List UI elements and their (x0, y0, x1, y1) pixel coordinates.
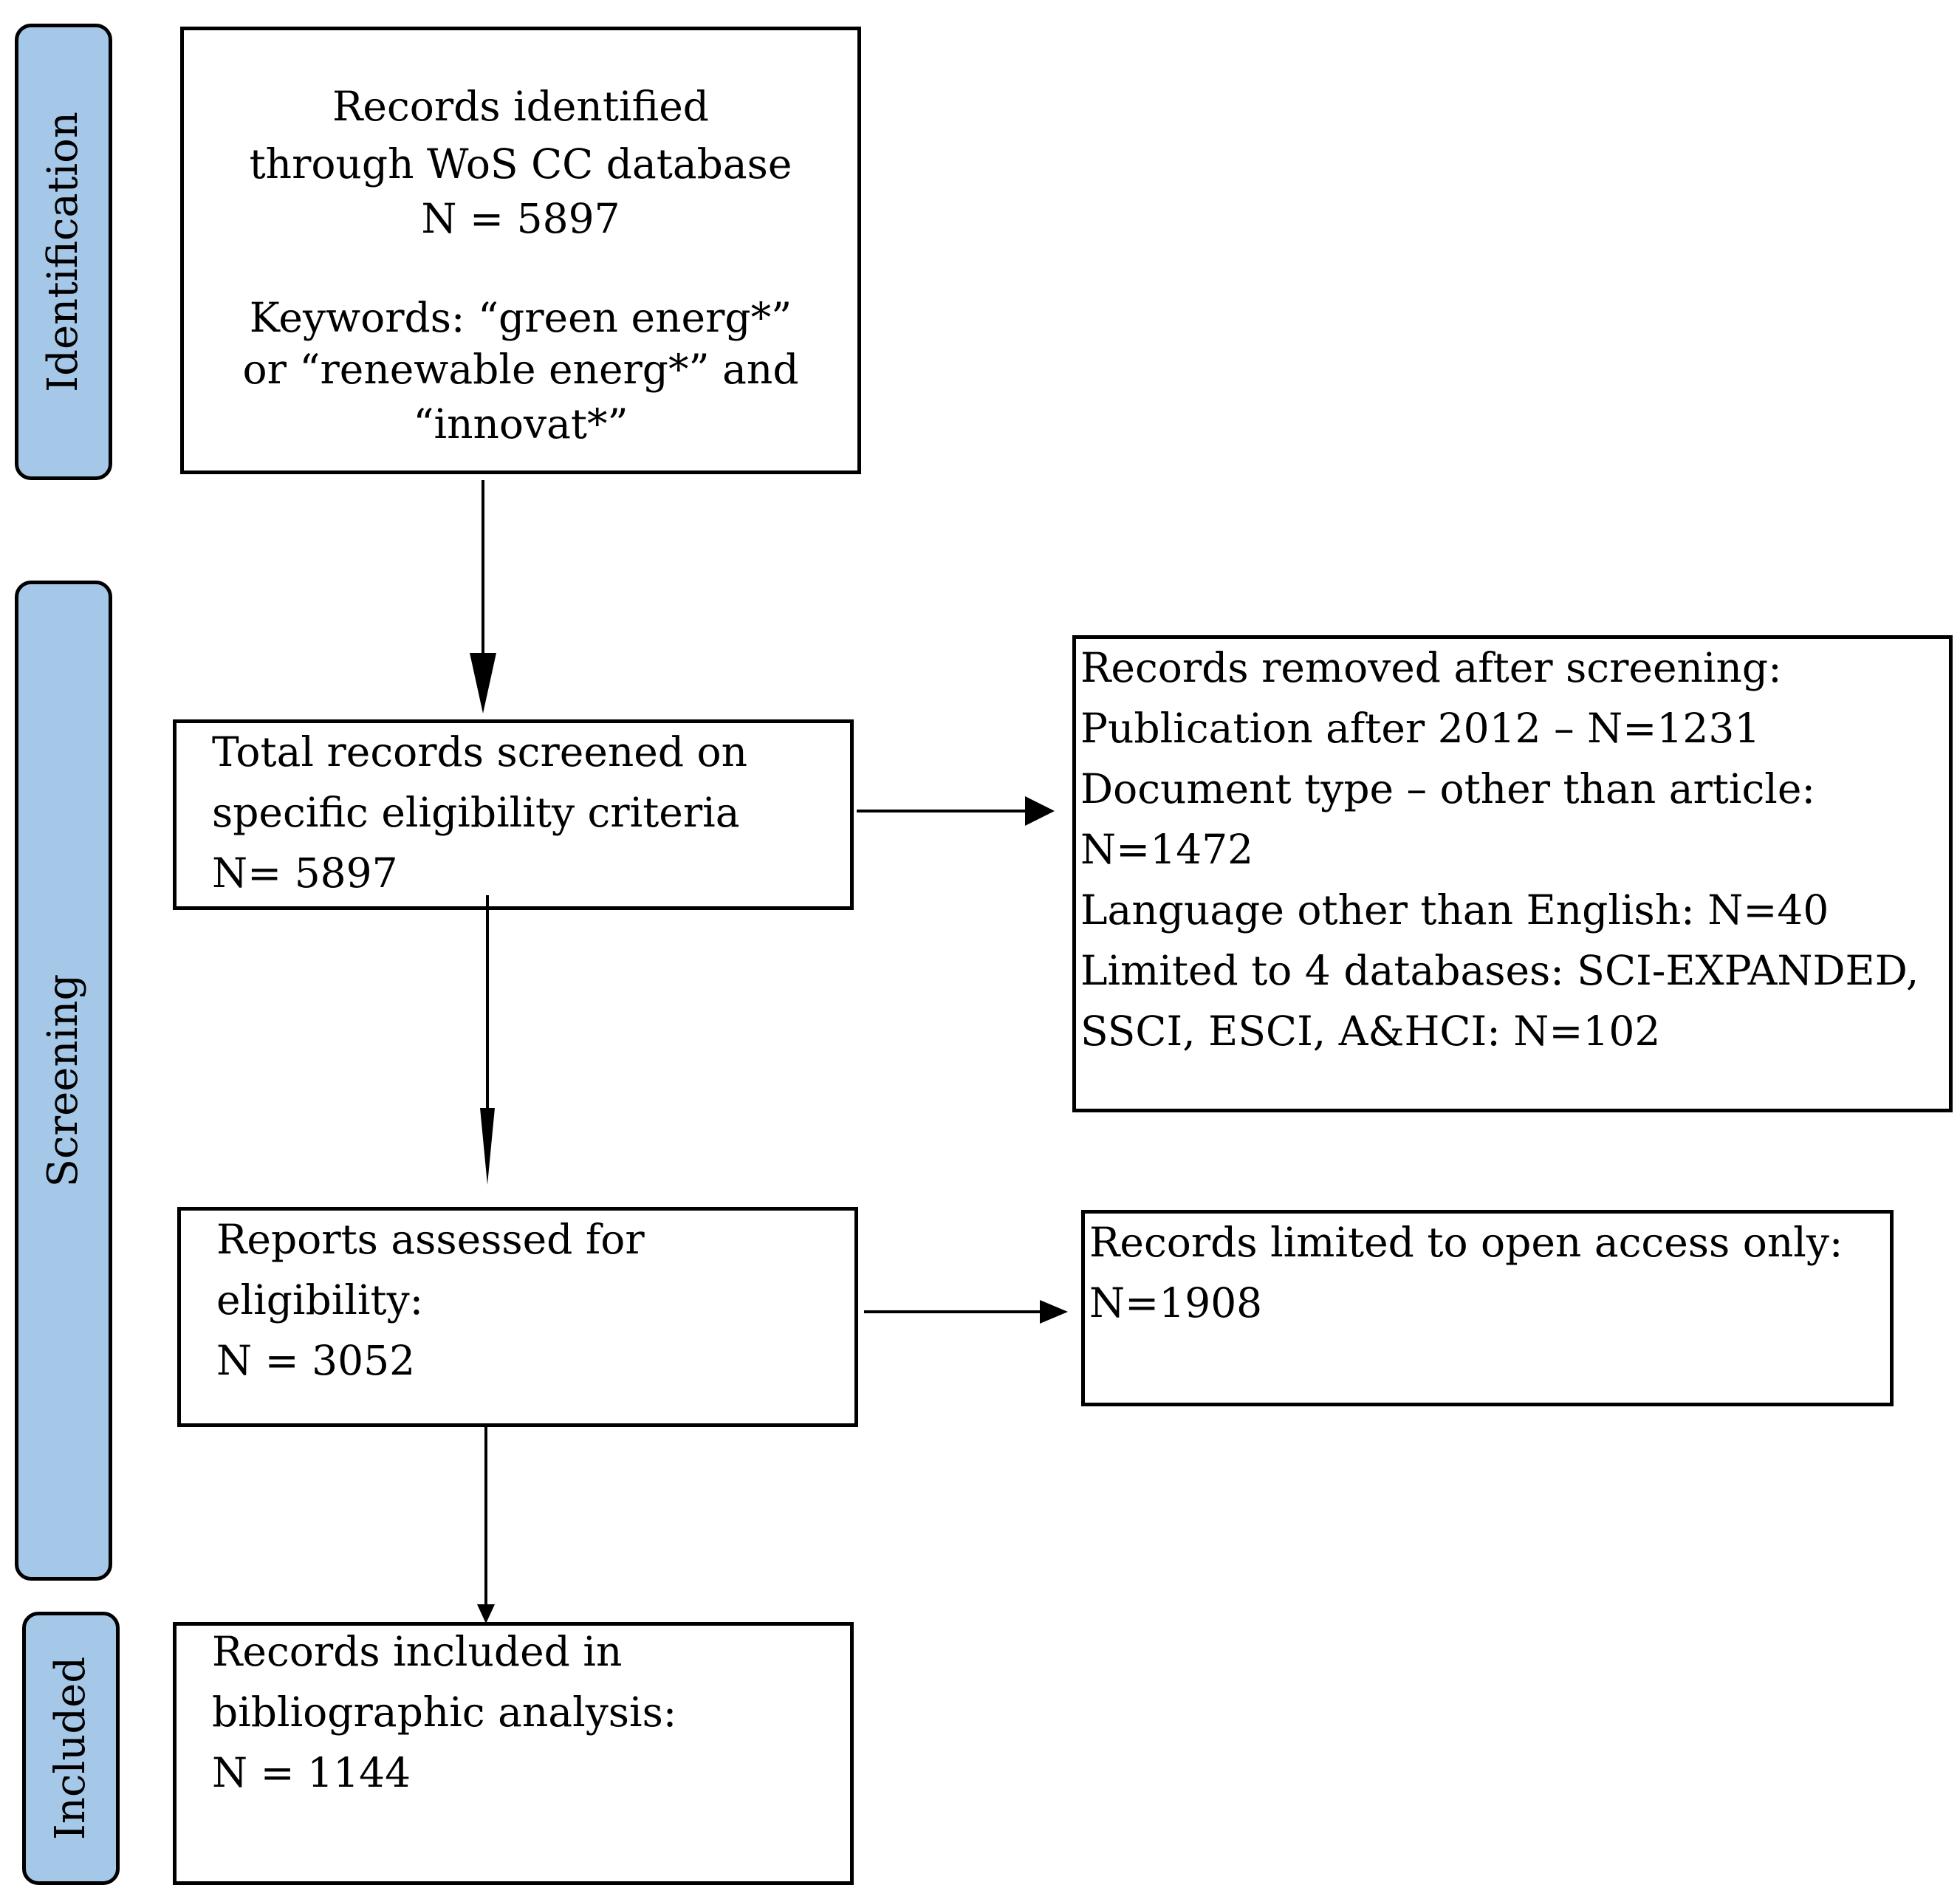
removed-line-1: Records removed after screening: (1080, 644, 1782, 691)
arrow-assessed-to-open-access-head (1040, 1300, 1068, 1324)
reports-assessed-box: Reports assessed for eligibility: N = 30… (177, 1207, 858, 1427)
records-screened-box: Total records screened on specific eligi… (173, 719, 854, 910)
records-removed-text: Records removed after screening: Publica… (1080, 637, 1919, 1061)
open-access-box: Records limited to open access only: N=1… (1081, 1210, 1894, 1406)
assessed-line-3: N = 3052 (216, 1337, 416, 1384)
removed-line-4: N=1472 (1080, 826, 1254, 873)
records-identified-box: Records identified through WoS CC databa… (180, 27, 861, 474)
phase-screening: Screening (15, 581, 112, 1581)
phase-identification: Identification (15, 24, 112, 480)
included-line-2: bibliographic analysis: (212, 1688, 677, 1736)
assessed-line-2: eligibility: (216, 1276, 424, 1324)
phase-included: Included (22, 1612, 120, 1885)
arrow-screened-to-removed-head (1025, 796, 1055, 826)
records-removed-box: Records removed after screening: Publica… (1072, 635, 1953, 1112)
identified-keywords-line-1: Keywords: “green energ*” (249, 294, 792, 341)
removed-line-2: Publication after 2012 – N=1231 (1080, 705, 1761, 752)
identified-line-1: Records identified (332, 83, 709, 130)
open-access-text: Records limited to open access only: N=1… (1089, 1212, 1843, 1333)
removed-line-3: Document type – other than article: (1080, 765, 1815, 812)
screened-line-3: N= 5897 (212, 849, 398, 897)
identified-keywords-line-2: or “renewable energ*” and (242, 346, 799, 393)
arrow-assessed-to-included-head (477, 1604, 495, 1623)
identified-line-2: through WoS CC database (249, 140, 792, 188)
removed-line-5: Language other than English: N=40 (1080, 886, 1829, 934)
screened-line-1: Total records screened on (212, 728, 748, 776)
arrow-screened-to-assessed-head (480, 1108, 495, 1185)
records-identified-text: Records identified through WoS CC databa… (184, 76, 857, 454)
reports-assessed-text: Reports assessed for eligibility: N = 30… (216, 1209, 645, 1391)
removed-line-6: Limited to 4 databases: SCI-EXPANDED, (1080, 947, 1919, 994)
included-line-1: Records included in (212, 1628, 623, 1675)
removed-line-7: SSCI, ESCI, A&HCI: N=102 (1080, 1007, 1661, 1055)
open-access-line-2: N=1908 (1089, 1279, 1263, 1327)
records-included-text: Records included in bibliographic analys… (212, 1621, 676, 1803)
records-included-box: Records included in bibliographic analys… (173, 1622, 854, 1885)
screened-line-2: specific eligibility criteria (212, 789, 740, 836)
included-line-3: N = 1144 (212, 1749, 411, 1796)
open-access-line-1: Records limited to open access only: (1089, 1219, 1843, 1266)
identified-keywords-line-3: “innovat*” (413, 400, 628, 448)
assessed-line-1: Reports assessed for (216, 1216, 645, 1263)
arrow-identified-to-screened-head (470, 653, 496, 714)
identified-line-3: N = 5897 (421, 195, 620, 242)
records-screened-text: Total records screened on specific eligi… (212, 722, 747, 903)
